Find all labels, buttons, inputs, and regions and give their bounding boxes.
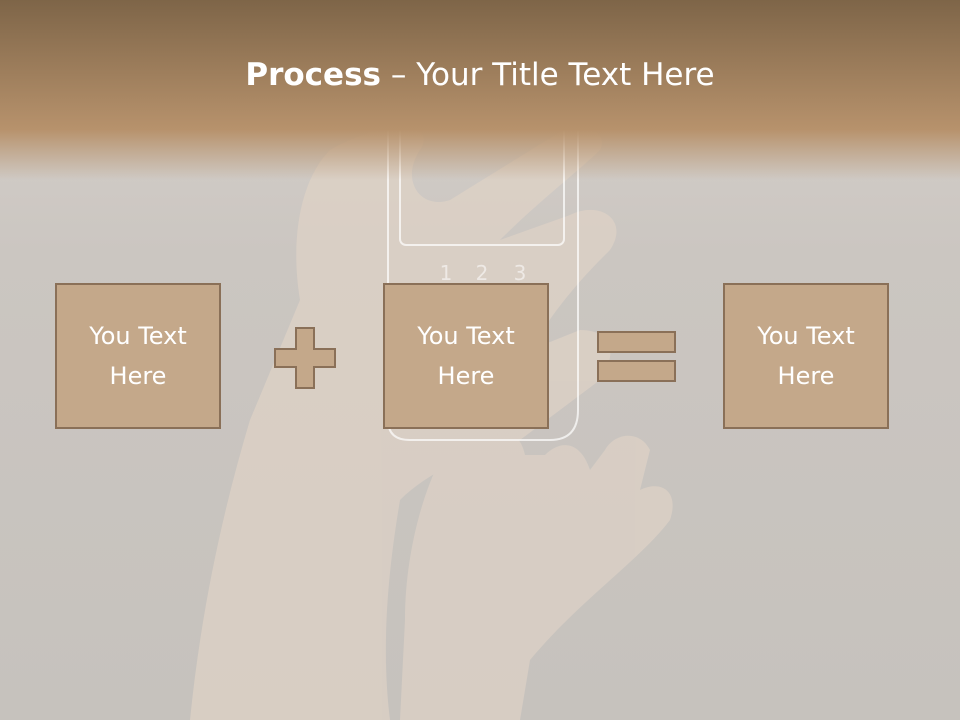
phone-keys: 1 2 3 [440, 261, 527, 285]
process-box-2[interactable]: You Text Here [383, 283, 549, 429]
svg-text:1: 1 [440, 261, 453, 285]
process-box-label: You Text Here [417, 322, 515, 390]
equals-sign-icon [597, 331, 676, 382]
process-box-3[interactable]: You Text Here [723, 283, 889, 429]
plus-sign-icon [274, 327, 336, 389]
title-rest: – Your Title Text Here [381, 57, 715, 93]
svg-text:3: 3 [514, 261, 527, 285]
process-box-label: You Text Here [757, 322, 855, 390]
slide-title: Process – Your Title Text Here [0, 52, 960, 98]
svg-text:2: 2 [476, 261, 489, 285]
process-box-label: You Text Here [89, 322, 187, 390]
title-bold: Process [245, 57, 381, 93]
process-box-1[interactable]: You Text Here [55, 283, 221, 429]
